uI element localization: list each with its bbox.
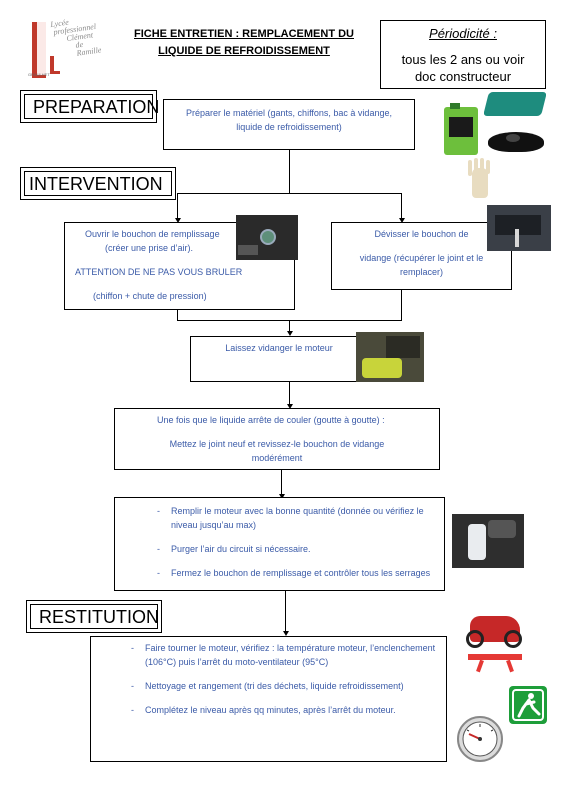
connector-line [401, 290, 402, 320]
step-fill-engine: Remplir le moteur avec la bonne quantité… [114, 497, 445, 591]
connector-line [289, 382, 290, 406]
connector-line [177, 310, 178, 320]
step-open-filler-cap: Ouvrir le bouchon de remplissage (créer … [64, 222, 295, 310]
logo-city: GRAULHET [28, 72, 50, 77]
periodicity-value-1: tous les 2 ans ou voir [401, 52, 525, 67]
connector-line [177, 193, 402, 194]
connector-line [281, 470, 282, 496]
arrow-head [399, 218, 405, 223]
cloth-image [484, 88, 546, 120]
drain-plug-image [487, 205, 551, 251]
section-restitution: RESTITUTION [26, 600, 162, 633]
connector-line [401, 193, 402, 220]
drain-pan-image [486, 124, 546, 158]
step-unscrew-drain-plug: Dévisser le bouchon de vidange (récupére… [331, 222, 512, 290]
list-item: Nettoyage et rangement (tri des déchets,… [131, 679, 440, 693]
school-logo: Lycée professionnel Clément de Ramille G… [28, 18, 102, 80]
section-preparation: PREPARATION [20, 90, 159, 123]
motorcycle-on-lift-image [464, 608, 526, 674]
glove-image [462, 158, 498, 206]
arrow-head [287, 331, 293, 336]
restitution-steps-list: Faire tourner le moteur, vérifiez : la t… [131, 641, 440, 717]
filling-image [452, 514, 524, 568]
list-item: Purger l’air du circuit si nécessaire. [157, 542, 436, 556]
list-item: Complétez le niveau après qq minutes, ap… [131, 703, 440, 717]
logo-text: Lycée professionnel Clément de Ramille [49, 17, 102, 58]
logo-bracket [32, 22, 46, 78]
section-intervention: INTERVENTION [20, 167, 176, 200]
list-item: Remplir le moteur avec la bonne quantité… [157, 504, 436, 532]
list-item: Faire tourner le moteur, vérifiez : la t… [131, 641, 440, 669]
periodicity-box: Périodicité : tous les 2 ans ou voir doc… [380, 20, 546, 89]
step-refit-drain-plug: Une fois que le liquide arrête de couler… [114, 408, 440, 470]
arrow-head [287, 404, 293, 409]
step-restitution: Faire tourner le moteur, vérifiez : la t… [90, 636, 447, 762]
arrow-head [283, 631, 289, 636]
periodicity-value-2: doc constructeur [414, 69, 512, 84]
arrow-head [279, 494, 285, 499]
coolant-bottle-image [440, 103, 482, 158]
list-item: Fermez le bouchon de remplissage et cont… [157, 566, 436, 580]
emergency-exit-icon [509, 686, 547, 724]
engine-draining-image [356, 332, 424, 382]
periodicity-label: Périodicité : [429, 26, 497, 41]
step-prepare-materials: Préparer le matériel (gants, chiffons, b… [163, 99, 415, 150]
temperature-gauge-icon [455, 714, 505, 764]
filler-cap-image [236, 215, 298, 260]
page-title: FICHE ENTRETIEN : REMPLACEMENT DU LIQUID… [134, 28, 354, 57]
connector-line [177, 193, 178, 220]
connector-line [289, 150, 290, 193]
logo-l-mark [50, 56, 60, 74]
fill-steps-list: Remplir le moteur avec la bonne quantité… [157, 504, 436, 580]
arrow-head [175, 218, 181, 223]
connector-line [285, 591, 286, 633]
step-drain-engine: Laissez vidanger le moteur [190, 336, 368, 382]
connector-line [289, 320, 290, 333]
